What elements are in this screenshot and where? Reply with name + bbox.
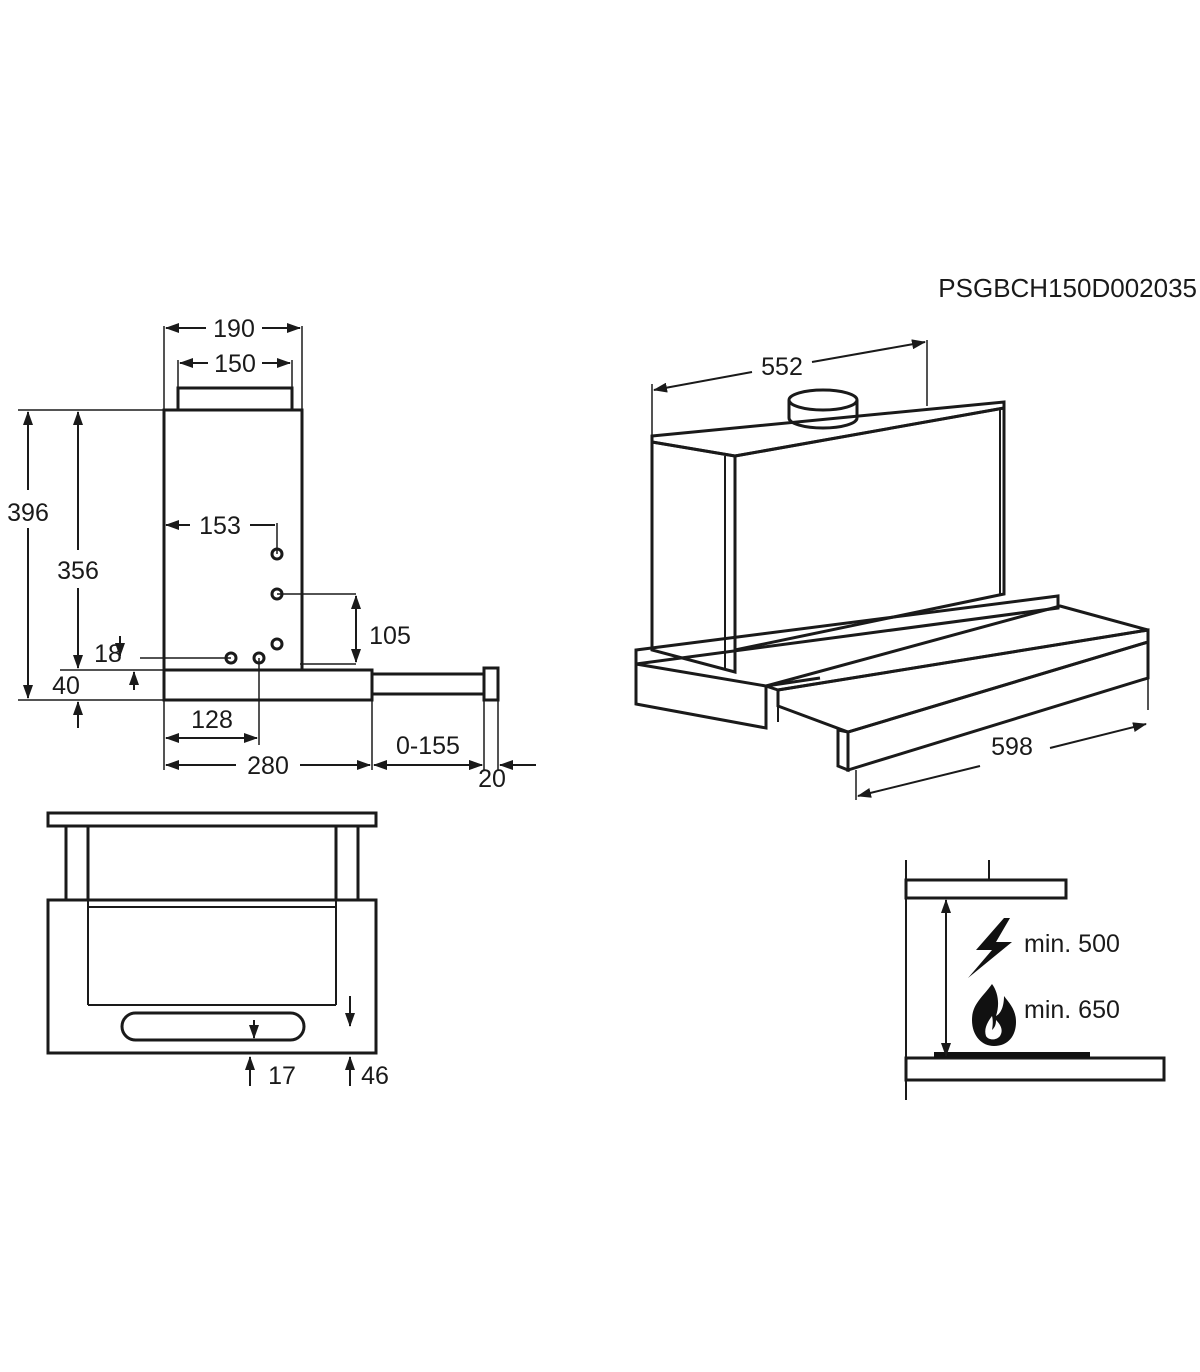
outlet-top <box>787 388 859 412</box>
front-top-plate <box>46 811 378 828</box>
iso-tray-surface <box>760 604 1149 692</box>
lightning-bolt-icon <box>968 918 1012 978</box>
dim-hole-height: 105 <box>369 622 411 650</box>
iso-left-face <box>650 440 737 674</box>
dim-height-total: 396 <box>7 499 49 527</box>
hob-plate <box>934 1052 1090 1058</box>
dim-width-total: 190 <box>213 315 255 343</box>
iso-front-face <box>733 406 1006 652</box>
isometric-view: 552 598 <box>634 339 1150 800</box>
control-panel-slot <box>120 1011 306 1042</box>
dim-bottom-gap: 18 <box>94 640 122 668</box>
dim-width-outlet: 150 <box>214 350 256 378</box>
side-view: 190 150 396 356 153 105 18 40 128 280 0-… <box>7 315 536 793</box>
iso-tray-edge <box>836 728 850 773</box>
iso-base-side <box>634 662 768 730</box>
dim-depth: 280 <box>247 752 289 780</box>
dim-front-thickness: 20 <box>478 765 506 793</box>
front-view: 17 46 <box>46 811 389 1090</box>
fixing-hole <box>270 637 284 651</box>
dim-height-body: 356 <box>57 557 99 585</box>
dim-hole-x-bottom: 128 <box>191 706 233 734</box>
front-panel <box>482 666 500 702</box>
extension-rail <box>370 672 486 696</box>
flame-icon <box>972 984 1016 1046</box>
electric-clearance-label: min. 500 <box>1024 930 1120 958</box>
document-code: PSGBCH150D002035 <box>938 273 1197 303</box>
front-left-post <box>64 824 90 902</box>
front-right-post <box>334 824 360 902</box>
outlet-collar <box>176 386 294 412</box>
front-body <box>46 898 378 1055</box>
dim-bottom-b: 46 <box>361 1062 389 1090</box>
hood-body <box>162 408 304 672</box>
hob-surface <box>904 1056 1166 1082</box>
hood-underside <box>904 878 1068 900</box>
gas-clearance-label: min. 650 <box>1024 996 1120 1024</box>
dim-bottom-thickness: 40 <box>52 672 80 700</box>
dim-width-front: 598 <box>991 733 1033 761</box>
clearance-view: min. 500 min. 650 <box>904 860 1166 1100</box>
dim-extension: 0-155 <box>396 732 460 760</box>
dim-bottom-a: 17 <box>268 1062 296 1090</box>
dim-width-top: 552 <box>761 353 803 381</box>
hood-base <box>162 668 374 702</box>
dim-hole-offset: 153 <box>199 512 241 540</box>
